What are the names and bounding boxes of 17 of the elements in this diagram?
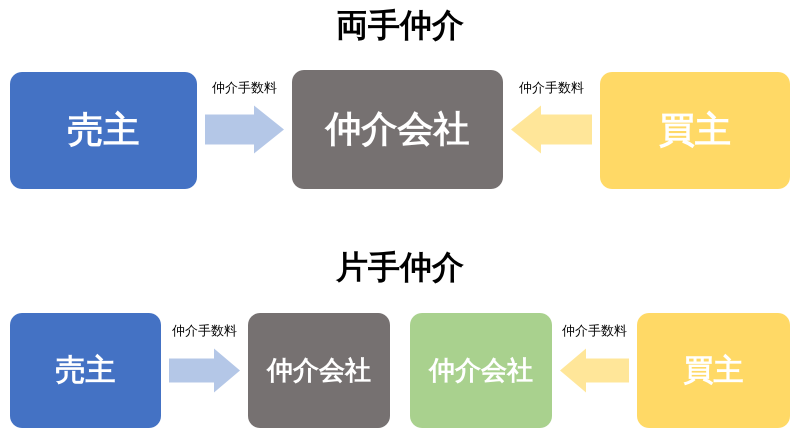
rounded-box: 買主: [637, 313, 790, 428]
heading: 片手仲介: [336, 247, 464, 288]
rounded-box: 仲介会社: [292, 70, 503, 189]
block-arrow: [511, 106, 592, 154]
rounded-box: 売主: [10, 313, 161, 428]
edge-label: 仲介手数料: [171, 322, 238, 340]
rounded-box: 売主: [10, 72, 197, 189]
edge-label: 仲介手数料: [518, 78, 585, 96]
edge-label: 仲介手数料: [211, 78, 278, 96]
heading: 両手仲介: [336, 5, 464, 46]
edge-label: 仲介手数料: [561, 322, 628, 340]
block-arrow: [560, 348, 629, 392]
block-arrow: [169, 348, 240, 392]
rounded-box: 仲介会社: [248, 313, 390, 428]
rounded-box: 買主: [600, 72, 790, 189]
block-arrow: [205, 106, 284, 154]
rounded-box: 仲介会社: [410, 313, 552, 428]
